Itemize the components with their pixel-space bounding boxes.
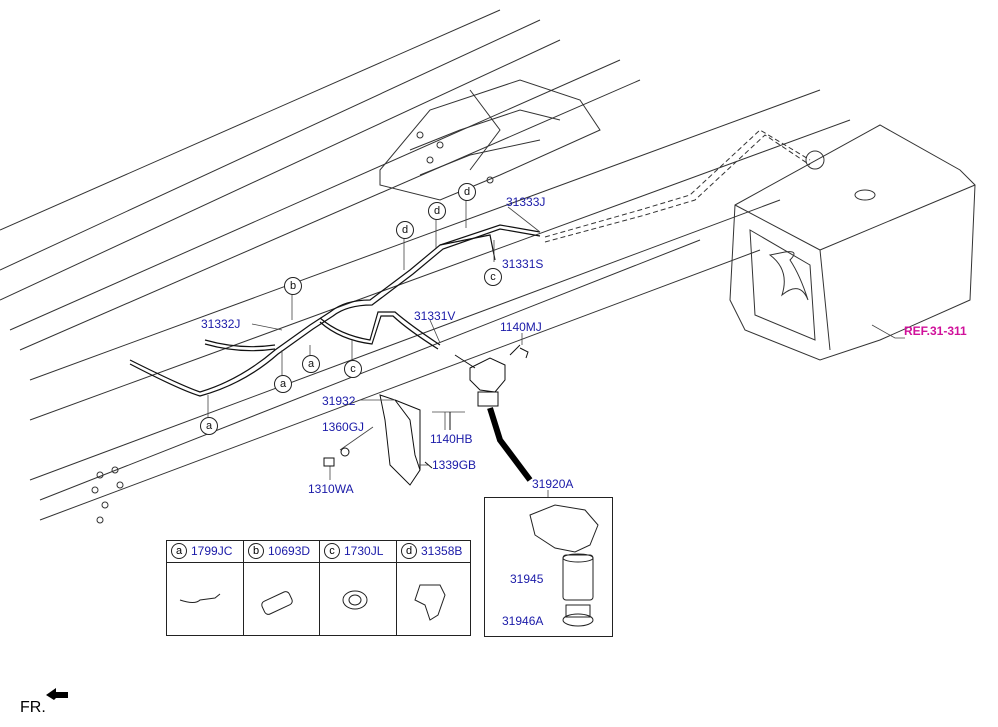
legend-part: 1799JC	[191, 544, 233, 558]
label-31331v: 31331V	[414, 309, 456, 323]
callout-b: b	[284, 277, 302, 295]
callout-a: a	[302, 355, 320, 373]
legend-part: 31358B	[421, 544, 463, 558]
label-1339gb: 1339GB	[432, 458, 477, 472]
legend-cell-c: c 1730JL	[320, 541, 397, 635]
cross-member	[379, 79, 601, 201]
legend-letter: d	[401, 543, 417, 559]
callout-d: d	[396, 221, 414, 239]
callout-d: d	[428, 202, 446, 220]
label-31945: 31945	[510, 572, 544, 586]
label-31333j: 31333J	[506, 195, 546, 209]
label-1140mj: 1140MJ	[500, 320, 542, 334]
label-1360gj: 1360GJ	[322, 420, 365, 434]
legend-letter: c	[324, 543, 340, 559]
fuel-tank	[729, 124, 976, 361]
ref-label: REF.31-311	[904, 324, 967, 338]
leader-lines	[207, 198, 905, 497]
rail-holes	[91, 466, 124, 524]
legend-cell-a: a 1799JC	[167, 541, 244, 635]
bracket	[379, 394, 421, 486]
label-31920a: 31920A	[532, 477, 574, 491]
legend-drawings	[179, 584, 446, 621]
fuel-filter	[454, 344, 521, 407]
callout-c: c	[344, 360, 362, 378]
label-31331s: 31331S	[502, 257, 544, 271]
small-parts	[323, 347, 529, 469]
label-1310wa: 1310WA	[308, 482, 354, 496]
callout-a: a	[274, 375, 292, 393]
label-1140hb: 1140HB	[430, 432, 473, 446]
callout-a: a	[200, 417, 218, 435]
legend-table: a 1799JC b 10693D c 1730JL d 31358B	[166, 540, 471, 636]
filter-callout-pointer	[487, 407, 533, 482]
vent-lines	[544, 129, 811, 243]
fuel-lines	[129, 224, 541, 397]
front-arrow-icon	[46, 688, 68, 700]
frame-rails	[0, 9, 851, 521]
filter-parts-box	[484, 497, 613, 637]
label-31932: 31932	[322, 394, 356, 408]
legend-cell-d: d 31358B	[397, 541, 470, 635]
label-31946a: 31946A	[502, 614, 544, 628]
legend-part: 1730JL	[344, 544, 384, 558]
legend-letter: b	[248, 543, 264, 559]
partbox-drawings	[529, 504, 599, 627]
direction-label: FR.	[20, 699, 46, 716]
callout-c: c	[484, 268, 502, 286]
legend-letter: a	[171, 543, 187, 559]
legend-part: 10693D	[268, 544, 311, 558]
callout-d: d	[458, 183, 476, 201]
legend-cell-b: b 10693D	[244, 541, 320, 635]
label-31332j: 31332J	[201, 317, 241, 331]
